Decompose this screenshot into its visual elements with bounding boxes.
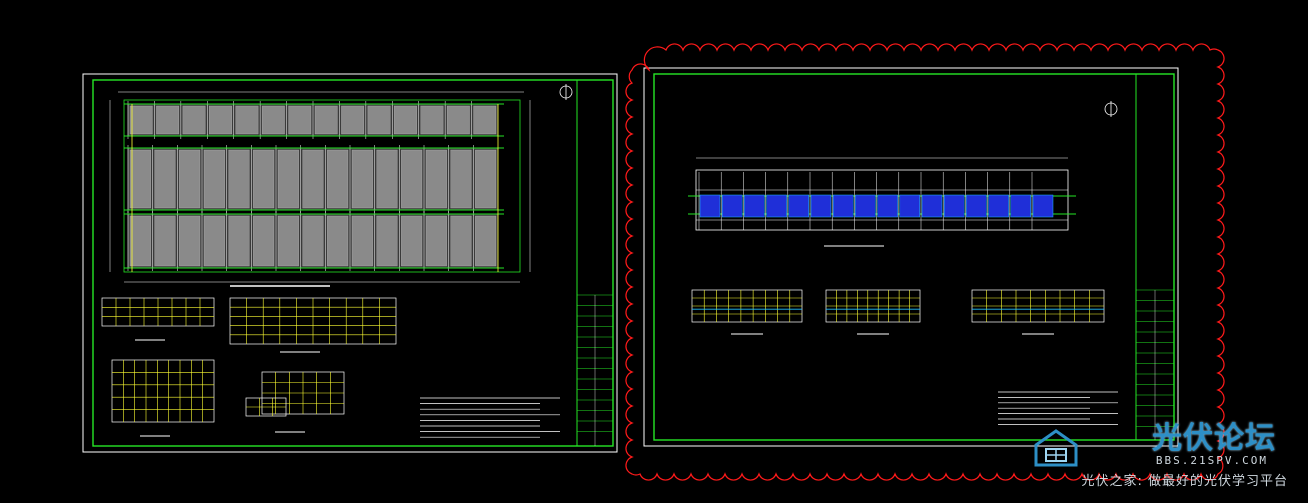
panel-module bbox=[203, 215, 225, 267]
panel-module-blue bbox=[943, 194, 965, 218]
panel-module bbox=[253, 215, 275, 267]
main-plan-frame bbox=[123, 99, 521, 273]
panel-module bbox=[182, 105, 206, 135]
panel-module bbox=[314, 105, 338, 135]
panel-module bbox=[351, 149, 373, 209]
panel-module bbox=[253, 149, 275, 209]
panel-module bbox=[446, 105, 470, 135]
panel-module bbox=[302, 215, 324, 267]
panel-module-blue bbox=[899, 194, 921, 218]
panel-module-blue bbox=[855, 194, 876, 218]
panel-module bbox=[473, 105, 497, 135]
array-plan-frame bbox=[695, 169, 1069, 231]
panel-module-blue bbox=[744, 194, 765, 218]
drawing-sheet-right bbox=[643, 67, 1179, 447]
panel-module-blue bbox=[788, 194, 810, 218]
panel-module-blue bbox=[721, 194, 743, 218]
panel-module bbox=[129, 149, 151, 209]
panel-module bbox=[420, 105, 444, 135]
panel-module bbox=[401, 215, 423, 267]
drawing-sheet-left bbox=[82, 73, 618, 453]
panel-module bbox=[450, 149, 472, 209]
panel-module bbox=[376, 215, 398, 267]
panel-module bbox=[154, 149, 176, 209]
forum-watermark: 光伏论坛 BBS.21SPV.COM 光伏之家: 做最好的光伏学习平台 bbox=[1034, 407, 1294, 497]
panel-module bbox=[475, 215, 497, 267]
panel-module bbox=[235, 105, 259, 135]
panel-module bbox=[261, 105, 285, 135]
panel-module bbox=[179, 215, 201, 267]
panel-module bbox=[341, 105, 365, 135]
panel-module bbox=[156, 105, 180, 135]
house-logo-icon bbox=[1034, 429, 1078, 467]
panel-module-blue bbox=[810, 194, 832, 218]
sheet-border-outer bbox=[82, 73, 618, 453]
panel-module bbox=[277, 215, 299, 267]
panel-module bbox=[425, 149, 447, 209]
watermark-slogan: 光伏之家: 做最好的光伏学习平台 bbox=[1081, 474, 1288, 489]
panel-module bbox=[209, 105, 232, 135]
panel-module-blue bbox=[766, 194, 787, 218]
panel-module-blue bbox=[877, 194, 898, 218]
panel-module bbox=[228, 149, 250, 209]
sheet-border-outer bbox=[643, 67, 1179, 447]
panel-module bbox=[351, 215, 373, 267]
panel-module bbox=[376, 149, 398, 209]
panel-module-blue bbox=[966, 194, 987, 218]
panel-module-blue bbox=[699, 194, 721, 218]
sheet-border-inner bbox=[653, 73, 1175, 441]
panel-module bbox=[367, 105, 391, 135]
panel-module bbox=[288, 105, 312, 135]
panel-module bbox=[401, 149, 423, 209]
panel-module bbox=[394, 105, 417, 135]
panel-module bbox=[277, 149, 299, 209]
panel-module bbox=[450, 215, 472, 267]
panel-module bbox=[425, 215, 447, 267]
panel-module-blue bbox=[988, 194, 1009, 218]
panel-module-blue bbox=[832, 194, 854, 218]
panel-module bbox=[203, 149, 225, 209]
detail-view-c bbox=[111, 359, 215, 423]
panel-module bbox=[154, 215, 176, 267]
panel-module-blue bbox=[1010, 194, 1032, 218]
panel-module bbox=[302, 149, 324, 209]
panel-module bbox=[228, 215, 250, 267]
panel-module bbox=[475, 149, 497, 209]
panel-module bbox=[129, 215, 151, 267]
revision-cloud bbox=[625, 43, 1225, 481]
panel-module bbox=[179, 149, 201, 209]
panel-module-blue bbox=[921, 194, 943, 218]
panel-module bbox=[327, 215, 349, 267]
panel-module bbox=[129, 105, 153, 135]
watermark-brand: 光伏论坛 bbox=[1152, 421, 1276, 456]
panel-module-blue bbox=[1032, 194, 1054, 218]
watermark-url: BBS.21SPV.COM bbox=[1155, 454, 1268, 467]
panel-module bbox=[327, 149, 349, 209]
